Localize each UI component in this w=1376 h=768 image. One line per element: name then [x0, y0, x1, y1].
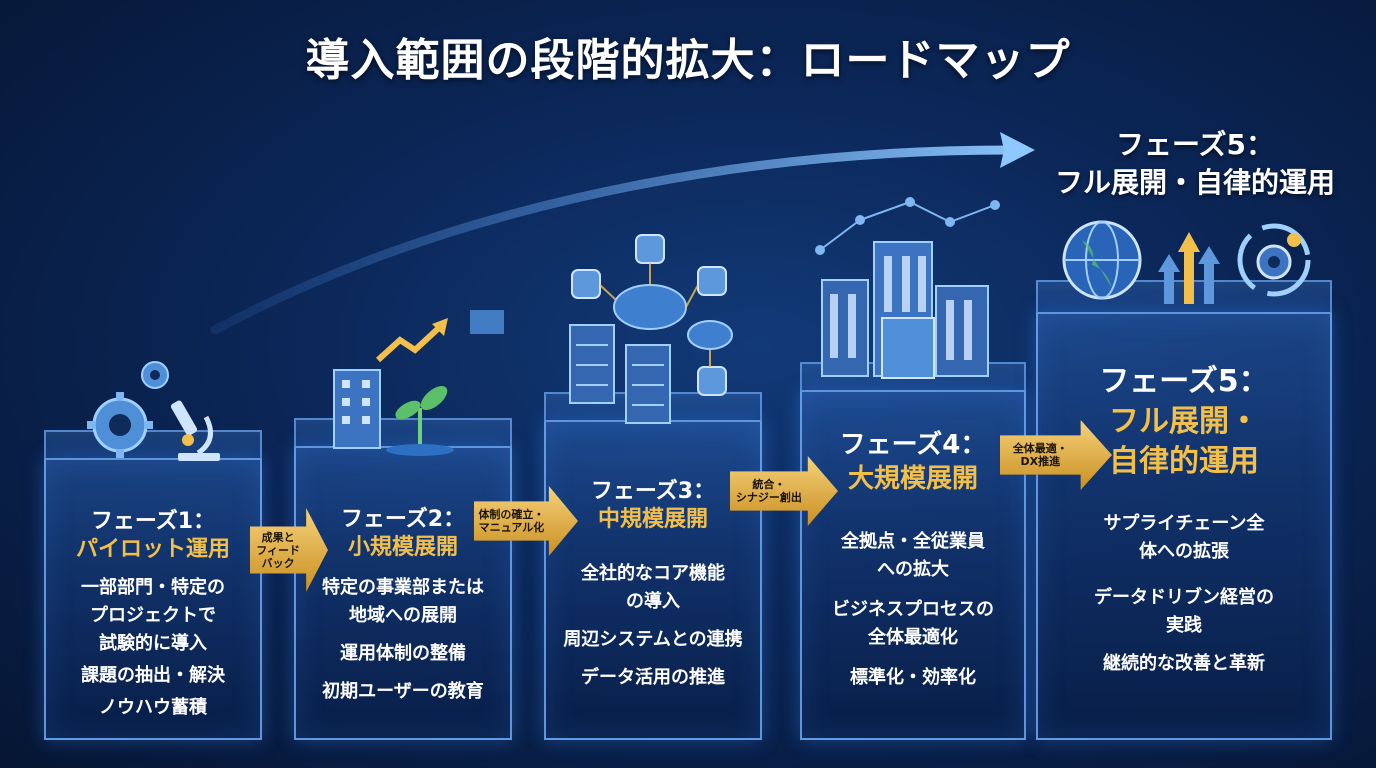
top-label-line1: フェーズ5： — [1115, 128, 1275, 161]
skyscraper-icon — [821, 241, 989, 379]
phase1-card — [44, 458, 262, 740]
phase5-item: 体への拡張 — [1139, 541, 1229, 562]
phase3-item: データ活用の推進 — [581, 667, 725, 688]
network-lines — [599, 263, 711, 367]
phase1-subtitle: パイロット運用 — [75, 537, 230, 562]
phase3-content: フェーズ3： 中規模展開 全社的なコア機能 の導入 周辺システムとの連携 データ… — [550, 478, 756, 690]
gear-icon — [141, 361, 169, 389]
phase1-name: フェーズ1： — [90, 509, 216, 534]
gear-icon — [87, 392, 153, 458]
phase4-icons — [815, 197, 1000, 379]
phase4-item: 標準化・効率化 — [850, 667, 976, 688]
phase5-subtitle-line2: 自律的運用 — [1109, 444, 1259, 479]
phase5-item: 実践 — [1166, 615, 1202, 636]
phase5-item: データドリブン経営の — [1094, 587, 1274, 608]
phase3-subtitle: 中規模展開 — [597, 507, 708, 532]
connector-label: 体制の確立・ — [478, 508, 545, 521]
phase4-item: 全拠点・全従業員 — [841, 531, 985, 552]
phase5-subtitle-line1: フル展開・ — [1109, 404, 1259, 439]
cycle-gear-icon — [1237, 223, 1311, 297]
phase1-item: 一部部門・特定の — [81, 577, 225, 598]
phase2-content: フェーズ2： 小規模展開 特定の事業部または 地域への展開 運用体制の整備 初期… — [300, 506, 506, 704]
phase1-item: プロジェクトで — [90, 605, 216, 626]
phase4-item: ビジネスプロセスの — [832, 599, 994, 620]
page-title: 導入範囲の段階的拡大：ロードマップ — [305, 35, 1071, 86]
phase3-icons — [569, 234, 733, 424]
phase2-item: 地域への展開 — [349, 605, 457, 626]
phase4-content: フェーズ4： 大規模展開 全拠点・全従業員 への拡大 ビジネスプロセスの 全体最… — [806, 428, 1020, 690]
phase1-icons — [87, 361, 220, 461]
phase1-pedestal-top — [44, 430, 262, 460]
sprout-icon — [386, 386, 454, 456]
phase1-item: 課題の抽出・解決 — [81, 665, 225, 686]
phase1-item: 試験的に導入 — [99, 633, 207, 654]
phase4-subtitle: 大規模展開 — [847, 464, 978, 494]
phase4-name: フェーズ4： — [839, 430, 987, 460]
building-icon — [333, 369, 381, 449]
phase1-content: フェーズ1： パイロット運用 一部部門・特定の プロジェクトで 試験的に導入 課… — [50, 508, 256, 720]
phase4-item: への拡大 — [877, 559, 949, 580]
connector-label: DX推進 — [1020, 455, 1061, 468]
database-icon — [571, 234, 727, 396]
phase5-icons — [1062, 220, 1311, 304]
connector-label: 成果と — [261, 530, 295, 544]
top-label-line2: フル展開・自律的運用 — [1054, 166, 1335, 199]
phase5-content: フェーズ5： フル展開・ 自律的運用 サプライチェーン全 体への拡張 データドリ… — [1042, 362, 1326, 676]
phase2-subtitle: 小規模展開 — [347, 535, 458, 560]
phase5-name: フェーズ5： — [1099, 364, 1269, 399]
connector-label: バック — [261, 556, 295, 570]
growth-arrows-icon — [1158, 232, 1220, 304]
connector-label: 統合・ — [752, 478, 786, 491]
connector-label: シナジー創出 — [735, 491, 802, 504]
phase3-item: の導入 — [626, 591, 680, 612]
connector-label: フィード — [256, 543, 300, 557]
phase5-item: 継続的な改善と革新 — [1103, 653, 1265, 674]
phase2-card — [294, 446, 512, 740]
phase4-item: 全体最適化 — [868, 627, 958, 648]
phase3-card — [544, 420, 762, 740]
connector-label: マニュアル化 — [478, 521, 545, 534]
globe-icon — [1062, 220, 1142, 300]
phase2-item: 運用体制の整備 — [340, 643, 466, 664]
network-icon — [815, 197, 1000, 255]
chart-card-icon — [470, 310, 504, 334]
top-phase5-label: フェーズ5： フル展開・自律的運用 — [1030, 126, 1360, 202]
phase1-item: ノウハウ蓄積 — [99, 697, 207, 718]
phase3-item: 全社的なコア機能 — [581, 563, 725, 584]
phase2-item: 初期ユーザーの教育 — [322, 681, 484, 702]
connector-label: 全体最適・ — [1012, 442, 1068, 455]
phase5-card — [1036, 312, 1332, 740]
phase2-item: 特定の事業部または — [322, 577, 484, 598]
trend-arrow-icon — [375, 318, 448, 363]
phase4-card — [800, 390, 1026, 740]
microscope-icon — [170, 400, 220, 461]
server-icon — [569, 324, 671, 424]
phase2-icons — [333, 310, 504, 456]
phase3-item: 周辺システムとの連携 — [563, 629, 743, 650]
phase2-name: フェーズ2： — [340, 507, 466, 532]
phase5-item: サプライチェーン全 — [1103, 513, 1265, 534]
phase3-name: フェーズ3： — [590, 479, 716, 504]
